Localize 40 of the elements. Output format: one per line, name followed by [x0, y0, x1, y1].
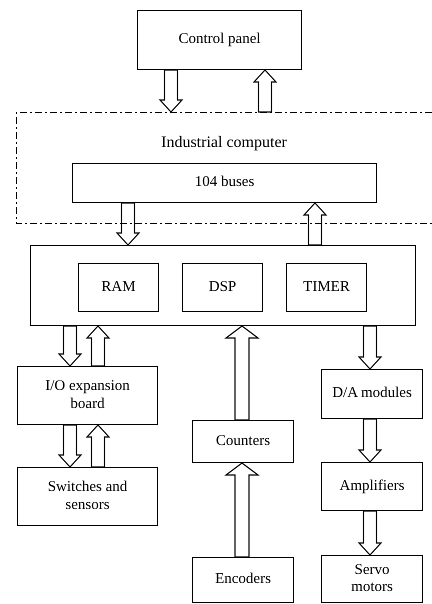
block-arrow [224, 462, 260, 558]
computer-region [16, 112, 432, 224]
node-label: Counters [216, 432, 270, 450]
node-label: Encoders [215, 571, 271, 589]
node-label: DSP [208, 278, 236, 296]
process-box [182, 263, 263, 312]
block-arrow [358, 510, 382, 556]
process-box [17, 366, 158, 425]
board-box [30, 245, 416, 326]
block-arrow [58, 325, 82, 367]
process-box [321, 369, 423, 419]
process-box [321, 462, 423, 511]
process-box [17, 467, 158, 526]
node-label: Amplifiers [340, 478, 404, 496]
process-box [286, 263, 367, 312]
node-label: TIMER [303, 278, 350, 296]
process-box [192, 557, 294, 603]
node-label: Switches and sensors [46, 479, 128, 514]
block-arrow [302, 202, 328, 246]
process-box [321, 555, 423, 603]
node-label: Control panel [178, 31, 261, 49]
block-arrow [358, 325, 382, 370]
node-label: D/A modules [332, 385, 412, 403]
process-box [192, 420, 294, 463]
node-label: RAM [101, 278, 136, 296]
process-box [72, 163, 377, 203]
block-arrow [252, 69, 278, 113]
process-box [78, 263, 159, 312]
block-arrow [358, 418, 382, 463]
node-label: I/O expansion board [44, 378, 131, 413]
block-arrow [86, 325, 110, 367]
block-arrow [86, 424, 110, 468]
block-arrow [116, 202, 140, 246]
region-title: Industrial computer [161, 134, 287, 152]
block-arrow [224, 325, 260, 421]
node-label: 104 buses [194, 174, 254, 192]
process-box [137, 10, 302, 70]
block-arrow [158, 69, 184, 113]
block-arrow [58, 424, 82, 468]
node-label: Servo motors [350, 562, 394, 596]
